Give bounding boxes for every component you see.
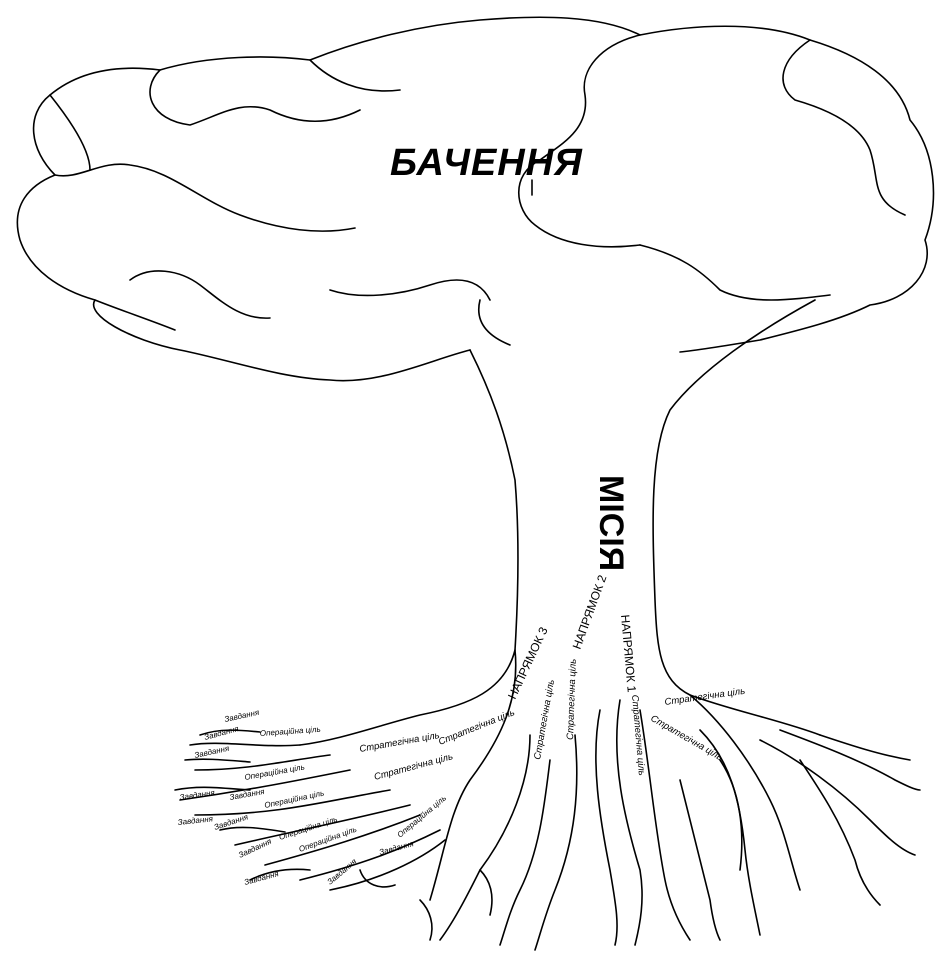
root (430, 650, 516, 900)
root (440, 735, 530, 940)
canopy-fold (640, 245, 830, 300)
canopy-fold (519, 35, 640, 247)
strategic-goal-label: Стратегічна ціль (532, 679, 557, 761)
root (820, 735, 910, 760)
task-label: Завдання (203, 724, 240, 742)
root (535, 735, 577, 950)
roots-right (680, 695, 920, 940)
trunk-right-edge (653, 300, 820, 735)
trunk-label: МІСІЯ (592, 475, 630, 571)
root (220, 827, 285, 832)
canopy-outline (17, 17, 933, 380)
task-label: Завдання (179, 788, 216, 802)
root (195, 755, 330, 770)
strategic-goal-label: Стратегічна ціль (649, 713, 725, 763)
roots-center (420, 650, 690, 950)
task-label: Завдання (194, 744, 231, 760)
task-label: Завдання (243, 869, 280, 887)
strategic-goal-label: Стратегічна ціль (629, 694, 647, 776)
task-label: Завдання (224, 708, 261, 724)
root (720, 760, 742, 870)
root (800, 760, 880, 905)
task-label: Завдання (177, 814, 214, 827)
root (596, 710, 617, 945)
root (190, 743, 300, 745)
root (480, 870, 492, 915)
strategic-goal-label: Стратегічна ціль (437, 707, 516, 748)
root (700, 730, 760, 935)
root (680, 780, 720, 940)
strategic-goal-label: Стратегічна ціль (664, 686, 746, 708)
root (640, 710, 690, 940)
strategic-goal-label: Стратегічна ціль (359, 730, 441, 755)
strategic-goal-label: Стратегічна ціль (565, 659, 579, 741)
canopy-fold (783, 40, 905, 215)
direction-1-label: НАПРЯМОК 1 (618, 614, 639, 693)
operational-goal-label: Операційна ціль (244, 763, 306, 782)
canopy (17, 17, 933, 380)
canopy-fold (310, 60, 400, 91)
canopy-fold (55, 164, 355, 231)
operational-goal-label: Операційна ціль (396, 793, 448, 839)
root (500, 760, 550, 945)
root (760, 740, 915, 855)
direction-2-label: НАПРЯМОК 2 (570, 573, 610, 651)
root (780, 730, 920, 790)
canopy-fold (130, 271, 270, 318)
operational-goal-label: Операційна ціль (260, 725, 321, 738)
canopy-fold (95, 300, 175, 330)
canopy-label: БАЧЕННЯ (390, 142, 583, 184)
canopy-fold (330, 280, 490, 300)
canopy-fold (150, 70, 360, 125)
root (690, 695, 800, 890)
trunk-left-edge (300, 350, 518, 745)
canopy-fold (50, 95, 90, 170)
canopy-fold (479, 300, 510, 345)
strategic-goal-label: Стратегічна ціль (373, 751, 454, 783)
trunk (300, 300, 820, 745)
root (265, 815, 420, 865)
root (420, 900, 432, 940)
task-label: Завдання (378, 839, 415, 857)
